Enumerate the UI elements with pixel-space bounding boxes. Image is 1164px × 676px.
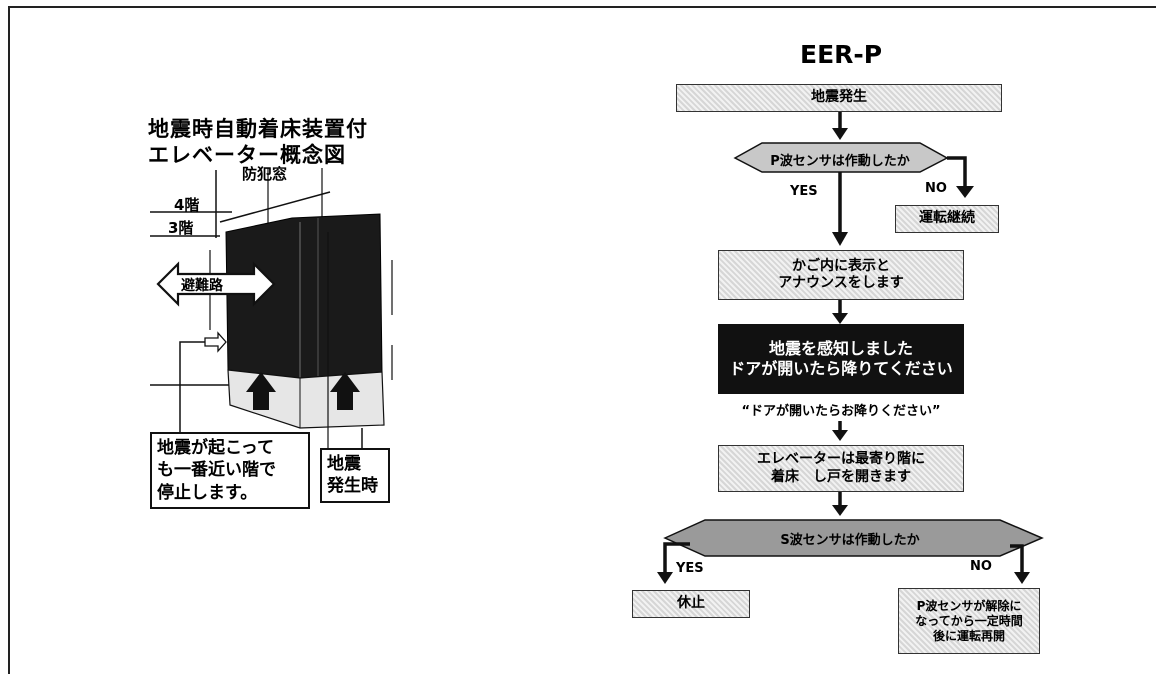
earthquake-occurrence-callout: 地震 発生時	[320, 448, 390, 503]
resume-line: なってから一定時間	[915, 613, 1023, 628]
floor-3-label: 3階	[168, 219, 194, 237]
stop-at-nearest-floor-callout: 地震が起こって も一番近い階で 停止します。	[150, 432, 310, 510]
announce-line: アナウンスをします	[778, 275, 904, 291]
callout-stop-line: 停止します。	[157, 482, 258, 503]
land-and-open-box: エレベーターは最寄り階に 着床 し戸を開きます	[718, 445, 964, 492]
callout-stop-line: も一番近い階で	[157, 460, 276, 481]
no-label-2: NO	[970, 559, 992, 574]
floor-4-label: 4階	[174, 196, 200, 214]
no-label-1: NO	[925, 181, 947, 196]
callout-quake-line: 発生時	[327, 476, 378, 497]
p-wave-decision: P波センサは作動したか	[770, 154, 910, 169]
s-wave-decision: S波センサは作動したか	[780, 533, 920, 548]
announce-line: かご内に表示と	[791, 257, 890, 274]
in-car-display-box: 地震を感知しました ドアが開いたら降りてください	[718, 324, 964, 394]
resume-line: 後に運転再開	[932, 628, 1005, 643]
suspend-box: 休止	[632, 590, 750, 618]
yes-label-1: YES	[790, 184, 818, 199]
evacuation-route-label: 避難路	[181, 278, 223, 294]
yes-label-2: YES	[676, 561, 704, 576]
land-line: 着床 し戸を開きます	[771, 468, 911, 485]
callout-quake-line: 地震	[327, 454, 361, 474]
announcement-quote: “ドアが開いたらお降りください”	[741, 404, 941, 419]
page-frame	[8, 6, 1156, 674]
resume-after-time-box: P波センサが解除に なってから一定時間 後に運転再開	[898, 588, 1040, 654]
display-line: 地震を感知しました	[768, 339, 913, 358]
announce-box: かご内に表示と アナウンスをします	[718, 250, 964, 300]
concept-title-line2: エレベーター概念図	[148, 143, 346, 167]
land-line: エレベーターは最寄り階に	[757, 451, 925, 467]
display-line: ドアが開いたら降りてください	[729, 359, 953, 378]
callout-stop-line: 地震が起こって	[157, 438, 274, 458]
concept-title-line1: 地震時自動着床装置付	[148, 117, 368, 141]
flowchart-title: EER-P	[800, 40, 883, 69]
earthquake-start-box: 地震発生	[676, 84, 1002, 112]
resume-line: P波センサが解除に	[916, 598, 1022, 613]
continue-operation-box: 運転継続	[895, 205, 999, 233]
window-label: 防犯窓	[242, 165, 288, 183]
